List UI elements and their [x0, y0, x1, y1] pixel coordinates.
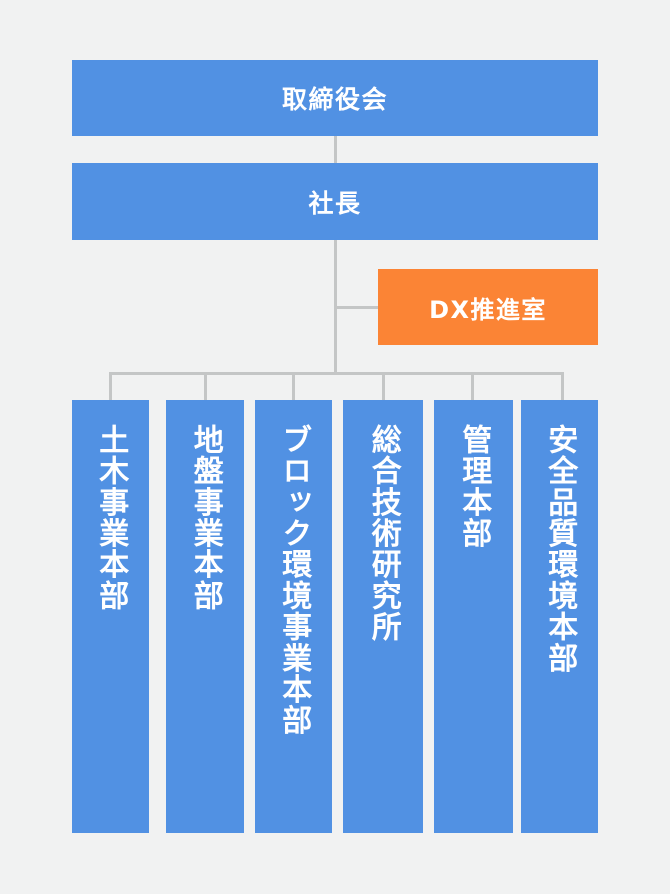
node-dx-promotion-office-label: DX推進室	[429, 295, 547, 324]
connector-branch-bar	[109, 372, 564, 375]
division-column-5[interactable]: 管理本部	[434, 400, 513, 833]
division-column-6-label: 安全品質環境本部	[542, 424, 578, 674]
division-column-3-label: ブロック環境事業本部	[276, 424, 312, 736]
connector-drop-1	[109, 372, 112, 402]
division-column-2-label: 地盤事業本部	[187, 424, 223, 612]
node-board-of-directors-label: 取締役会	[281, 85, 388, 114]
node-dx-promotion-office[interactable]: DX推進室	[378, 269, 598, 345]
node-board-of-directors[interactable]: 取締役会	[72, 60, 598, 136]
connector-drop-6	[561, 372, 564, 402]
node-president[interactable]: 社長	[72, 163, 598, 240]
connector-drop-3	[292, 372, 295, 402]
division-column-6[interactable]: 安全品質環境本部	[521, 400, 598, 833]
division-column-2[interactable]: 地盤事業本部	[166, 400, 244, 833]
connector-drop-2	[204, 372, 207, 402]
division-column-5-label: 管理本部	[456, 424, 492, 549]
division-column-4-label: 総合技術研究所	[365, 424, 401, 643]
division-column-1[interactable]: 土木事業本部	[72, 400, 149, 833]
node-president-label: 社長	[308, 188, 362, 218]
division-column-1-label: 土木事業本部	[93, 424, 129, 612]
connector-trunk-to-dx	[334, 306, 380, 309]
connector-drop-4	[382, 372, 385, 402]
connector-drop-5	[471, 372, 474, 402]
connector-board-to-president	[334, 136, 337, 164]
division-column-3[interactable]: ブロック環境事業本部	[255, 400, 332, 833]
division-column-4[interactable]: 総合技術研究所	[343, 400, 423, 833]
